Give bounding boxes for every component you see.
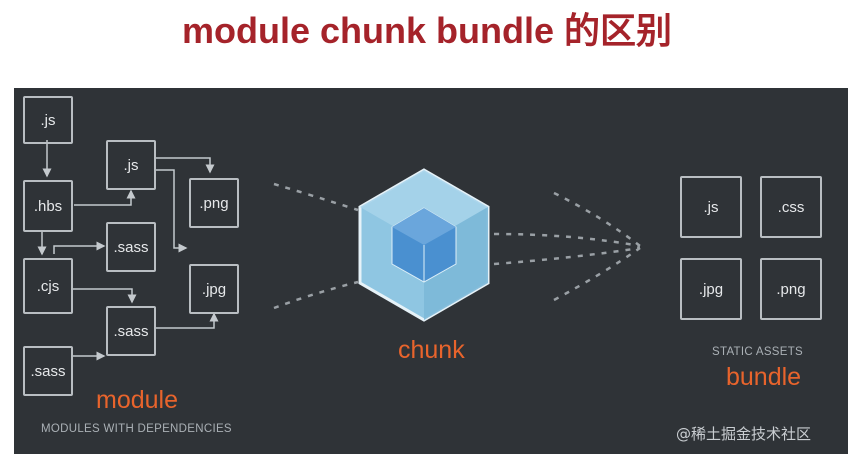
bundle-file-jpg: .jpg [680,258,742,320]
bundle-file-css: .css [760,176,822,238]
module-file-js: .js [23,96,73,144]
module-file-cjs: .cjs [23,258,73,314]
chunk-cube-icon [358,168,490,322]
diagram-panel: .js .hbs .cjs .sass .js .sass .sass .png… [14,88,848,454]
module-file-hbs: .hbs [23,180,73,232]
arrow-js-jpg [155,169,188,253]
arrow-cjs-sass2 [72,288,137,304]
bundle-file-png: .png [760,258,822,320]
module-label: module [96,386,178,414]
arrow-cjs-sass [53,241,106,254]
bundle-label: bundle [726,363,802,391]
dashed-flow-lines [273,182,641,310]
arrow-hbs-js [74,189,136,206]
watermark: @稀土掘金技术社区 [676,425,812,443]
module-file-sass-2: .sass [106,222,156,272]
page-title: module chunk bundle 的区别 [181,10,672,51]
module-file-js-2: .js [106,140,156,190]
module-file-sass-3: .sass [106,306,156,356]
module-caption: MODULES WITH DEPENDENCIES [41,423,232,435]
arrow-sass-jpg [155,312,219,329]
arrow-js-png [155,157,215,174]
connector-lines [37,140,641,361]
module-file-png: .png [189,178,239,228]
module-file-sass: .sass [23,346,73,396]
chunk-label: chunk [398,336,465,364]
bundle-caption: STATIC ASSETS [712,346,804,358]
bundle-file-js: .js [680,176,742,238]
module-file-jpg: .jpg [189,264,239,314]
